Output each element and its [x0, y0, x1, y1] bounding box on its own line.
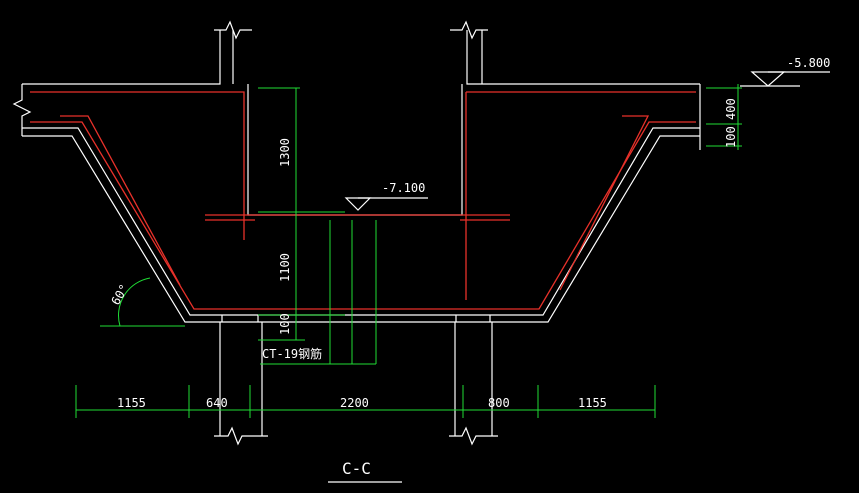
rebar-lines [30, 91, 696, 310]
concrete-outline [12, 20, 701, 446]
elevation-markers [344, 71, 830, 211]
elevation-top-label: -5.800 [787, 56, 830, 70]
elevation-floor-marker [344, 197, 372, 211]
dim-center-1100: 1100 [278, 253, 292, 282]
dim-bottom-4: 800 [488, 396, 510, 410]
dim-bottom-5: 1155 [578, 396, 607, 410]
elevation-top-marker [750, 71, 786, 87]
dim-right-100: 100 [724, 126, 738, 148]
text-labels: -5.800 -7.100 1155 640 2200 800 1155 130… [108, 56, 830, 483]
dim-bottom-3: 2200 [340, 396, 369, 410]
section-title: C-C [342, 459, 371, 478]
rebar-note: CT-19钢筋 [262, 346, 322, 361]
dim-right-400: 400 [724, 98, 738, 120]
dimension-lines [75, 84, 742, 418]
dim-bottom-1: 1155 [117, 396, 146, 410]
dim-bottom-2: 640 [206, 396, 228, 410]
dim-center-100: 100 [278, 313, 292, 335]
angle-label: 60° [108, 282, 131, 308]
dim-center-1300: 1300 [278, 138, 292, 167]
elevation-floor-label: -7.100 [382, 181, 425, 195]
